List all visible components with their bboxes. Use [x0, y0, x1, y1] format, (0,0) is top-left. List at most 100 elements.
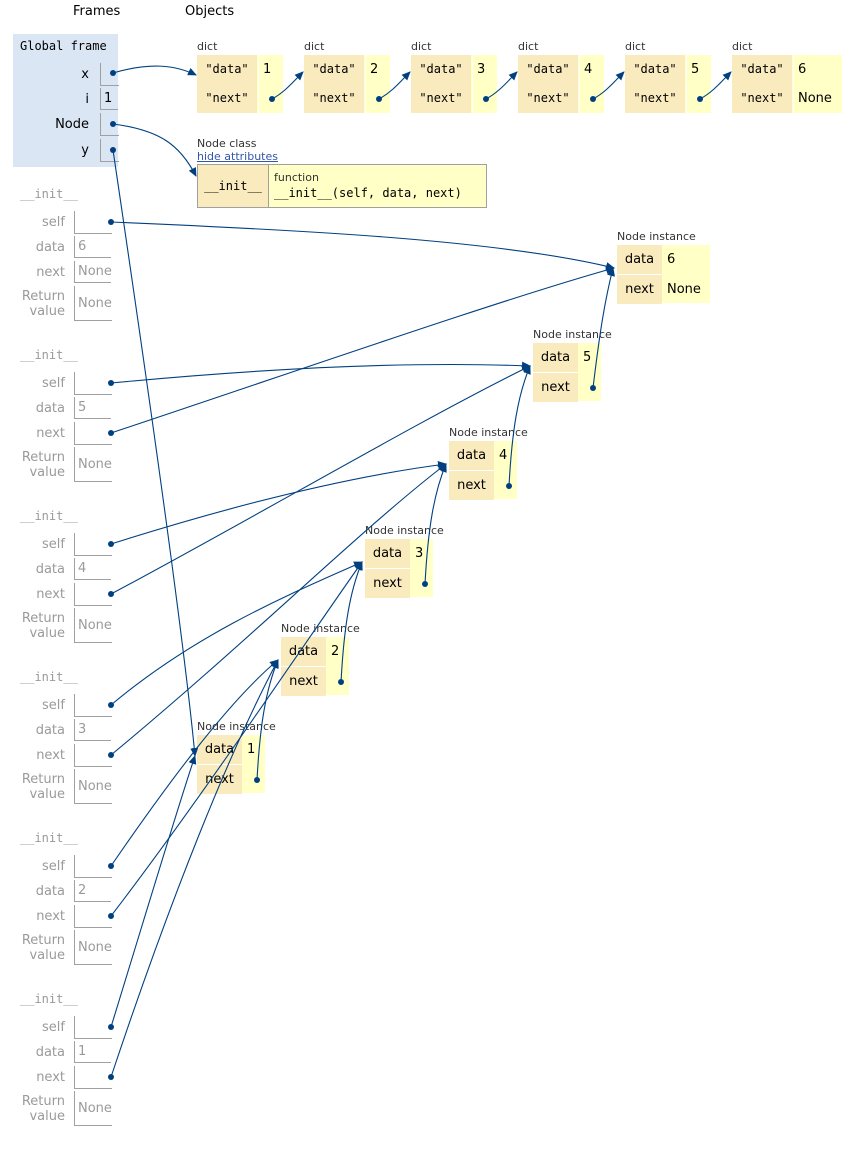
node-class-box: __init__ function __init__(self, data, n… — [197, 164, 487, 208]
dict-3: "data" 3 "next" — [411, 55, 497, 114]
var-name-x: x — [81, 67, 89, 82]
frame-title: __init__ — [20, 187, 78, 201]
global-frame-title: Global frame — [20, 39, 107, 53]
dict-6: "data" 6 "next" None — [732, 55, 842, 114]
data-label: data — [35, 562, 65, 577]
instance-value: 5 — [583, 350, 592, 365]
dict-value: 5 — [686, 55, 711, 84]
data-label: data — [35, 884, 65, 899]
next-value — [74, 583, 112, 606]
init-method-name: __init__ — [198, 165, 269, 207]
dict-key: "data" — [625, 55, 685, 85]
instance-label: Node instance — [617, 230, 696, 243]
arrow-f1-self — [110, 755, 197, 1028]
node-instance-5: data 5 next — [533, 343, 601, 403]
next-label: next — [36, 1070, 65, 1085]
return-label: Return value — [21, 450, 65, 480]
dict-value: 4 — [579, 55, 604, 84]
instance-label: Node instance — [365, 524, 444, 537]
instance-key: data — [197, 735, 242, 765]
instance-key: data — [617, 245, 662, 275]
self-label: self — [42, 698, 65, 713]
var-name-i: i — [85, 92, 89, 107]
arrow-f5-self — [110, 361, 531, 384]
next-label: next — [36, 265, 65, 280]
instance-value — [579, 373, 601, 402]
instance-value — [243, 765, 265, 794]
return-label: Return value — [21, 611, 65, 641]
node-instance-2: data 2 next — [281, 637, 349, 697]
global-frame: Global frame x i 1 Node y — [13, 34, 119, 167]
dict-value: None — [793, 84, 842, 113]
return-label: Return value — [21, 289, 65, 319]
dict-key: "next" — [625, 84, 685, 114]
dict-label: dict — [625, 40, 646, 53]
node-class-label: Node class — [197, 137, 257, 150]
dict-value — [472, 84, 497, 113]
arrow-x-to-dict1 — [112, 65, 197, 76]
instance-key: data — [365, 539, 410, 569]
next-value — [74, 1066, 112, 1089]
return-value: None — [74, 286, 112, 321]
node-instance-3: data 3 next — [365, 539, 433, 599]
dict-label: dict — [732, 40, 753, 53]
dict-label: dict — [411, 40, 432, 53]
self-value — [74, 372, 112, 395]
self-label: self — [42, 215, 65, 230]
dict-value: 1 — [258, 55, 283, 84]
next-label: next — [36, 587, 65, 602]
dict-value — [258, 84, 283, 113]
arrow-node-to-class — [112, 123, 197, 177]
data-label: data — [35, 1045, 65, 1060]
node-instance-1: data 1 next — [197, 735, 265, 795]
node-instance-4: data 4 next — [449, 441, 517, 501]
self-label: self — [42, 1020, 65, 1035]
self-label: self — [42, 376, 65, 391]
frames-header: Frames — [73, 4, 121, 19]
data-value: 4 — [74, 558, 111, 580]
function-signature: __init__(self, data, next) — [274, 186, 462, 200]
arrow-y-to-instance1 — [112, 149, 199, 757]
dict-label: dict — [304, 40, 325, 53]
dict-key: "next" — [732, 84, 792, 114]
dict-key: "data" — [197, 55, 257, 85]
instance-key: next — [617, 275, 662, 305]
next-label: next — [36, 909, 65, 924]
var-value-node — [100, 113, 119, 136]
data-value: 5 — [74, 397, 111, 419]
instance-label: Node instance — [197, 720, 276, 733]
frame-title: __init__ — [20, 509, 78, 523]
next-label: next — [36, 748, 65, 763]
node-instance-6: data 6 next None — [617, 245, 710, 305]
dict-key: "next" — [197, 84, 257, 114]
self-value — [74, 211, 112, 234]
frame-title: __init__ — [20, 348, 78, 362]
self-value — [74, 1016, 112, 1039]
hide-attributes-link[interactable]: hide attributes — [197, 150, 278, 163]
self-value — [74, 533, 112, 556]
next-label: next — [36, 426, 65, 441]
instance-label: Node instance — [281, 622, 360, 635]
return-label: Return value — [21, 1094, 65, 1124]
dict-key: "data" — [304, 55, 364, 85]
instance-label: Node instance — [449, 426, 528, 439]
return-label: Return value — [21, 772, 65, 802]
instance-key: next — [197, 765, 242, 795]
instance-value — [411, 569, 433, 598]
instance-value: 6 — [667, 252, 676, 267]
var-name-node: Node — [55, 117, 89, 132]
frame-title: __init__ — [20, 670, 78, 684]
instance-key: next — [365, 569, 410, 599]
return-value: None — [74, 447, 112, 482]
dict-key: "next" — [304, 84, 364, 114]
return-label: Return value — [21, 933, 65, 963]
arrow-f6-self — [110, 221, 615, 270]
instance-value — [495, 471, 517, 500]
instance-label: Node instance — [533, 328, 612, 341]
next-value: None — [74, 261, 112, 283]
next-value — [74, 422, 112, 445]
self-value — [74, 855, 112, 878]
next-value — [74, 905, 112, 928]
return-value: None — [74, 1091, 112, 1126]
self-label: self — [42, 859, 65, 874]
